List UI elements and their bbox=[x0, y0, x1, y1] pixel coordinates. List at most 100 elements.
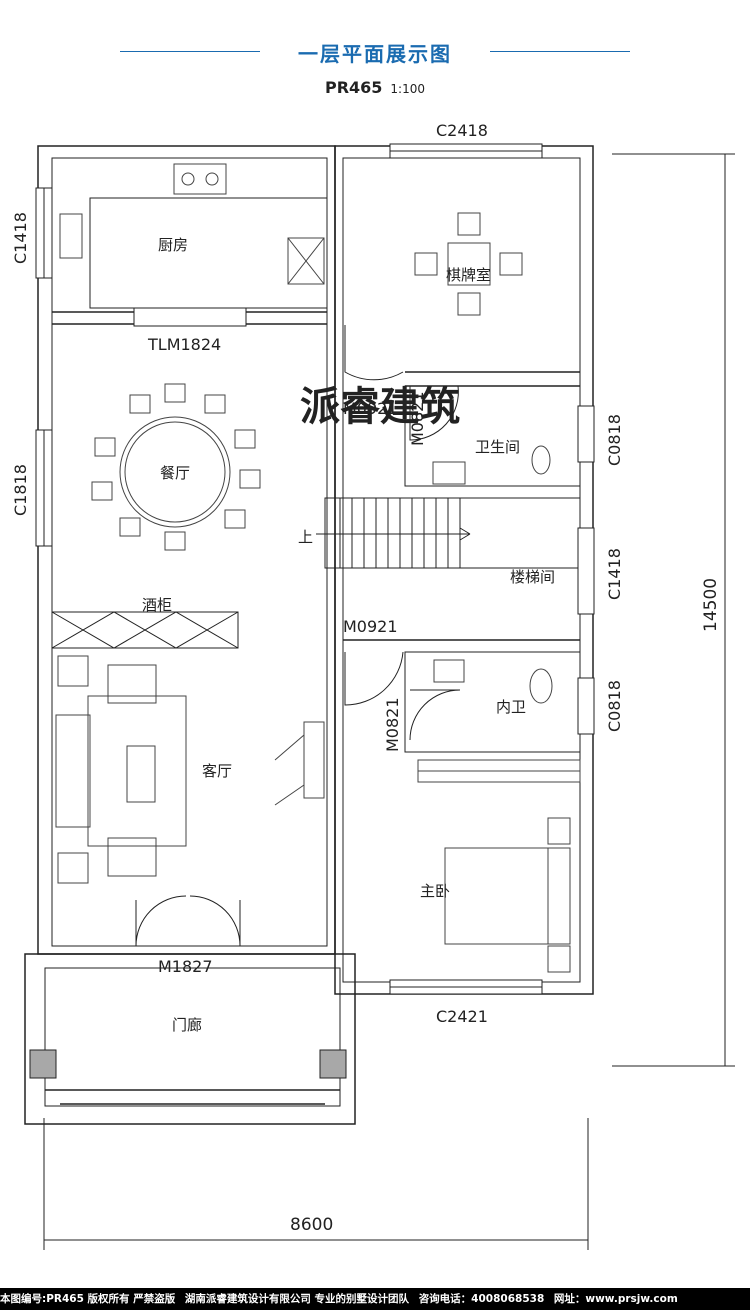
porch-columns bbox=[29, 1049, 347, 1079]
dining-set bbox=[91, 383, 261, 551]
stair-box bbox=[324, 497, 581, 569]
footer-site: 网址：www.prsjw.com bbox=[553, 1293, 678, 1305]
bed bbox=[444, 847, 571, 945]
chess-table bbox=[447, 242, 491, 286]
page-title: 一层平面展示图 bbox=[298, 42, 452, 66]
dining-chair bbox=[239, 469, 261, 489]
label-dining: 餐厅 bbox=[160, 464, 190, 482]
burner bbox=[181, 172, 195, 186]
rug bbox=[87, 695, 187, 847]
porch-inner bbox=[44, 967, 341, 1107]
wine-cabinet-box bbox=[51, 611, 239, 649]
kitchen-fixtures bbox=[59, 163, 325, 285]
label-m0921-top: M0921 bbox=[343, 399, 398, 418]
porch-outer bbox=[24, 953, 356, 1125]
chess-chair bbox=[499, 252, 523, 276]
wine-cabinet-shape bbox=[51, 611, 239, 649]
dining-chair bbox=[94, 437, 116, 457]
bed-headboard bbox=[547, 847, 571, 945]
plan-scale: 1:100 bbox=[390, 82, 426, 96]
label-stair-up: 上 bbox=[298, 528, 313, 546]
chess-chair bbox=[457, 212, 481, 236]
label-m0821-mid: M0821 bbox=[383, 697, 402, 752]
nightstand-bottom bbox=[547, 945, 571, 973]
dining-chair bbox=[91, 481, 113, 501]
armchair-top bbox=[107, 664, 157, 704]
label-wine-cabinet: 酒柜 bbox=[142, 596, 172, 614]
window-c0818-top bbox=[577, 405, 595, 463]
door-m0921-top bbox=[344, 325, 404, 381]
label-c1418-left: C1418 bbox=[11, 212, 30, 264]
chess-chair bbox=[457, 292, 481, 316]
title-rule-left bbox=[120, 51, 260, 52]
door-m0921-mid bbox=[344, 651, 404, 706]
dining-table-edge bbox=[124, 421, 226, 523]
label-chess-room: 棋牌室 bbox=[446, 266, 491, 284]
bedroom-furniture bbox=[417, 759, 581, 973]
wine-cabinet-cross bbox=[51, 611, 239, 649]
dining-chair bbox=[164, 531, 186, 551]
dimension-lines bbox=[43, 153, 735, 1250]
title-rule-right bbox=[490, 51, 630, 52]
ensuite-box bbox=[404, 651, 581, 753]
label-c2418: C2418 bbox=[436, 121, 488, 140]
label-tlm1824: TLM1824 bbox=[147, 335, 221, 354]
ensuite-toilet bbox=[529, 668, 553, 704]
stove bbox=[173, 163, 227, 195]
door-m1827-left bbox=[135, 895, 187, 947]
label-width-dim: 8600 bbox=[290, 1215, 333, 1235]
nightstand-top bbox=[547, 817, 571, 845]
dining-chair bbox=[224, 509, 246, 529]
ensuite-basin bbox=[433, 659, 465, 683]
label-kitchen: 厨房 bbox=[158, 236, 188, 254]
label-c1418-right: C1418 bbox=[605, 548, 624, 600]
label-m0921-mid: M0921 bbox=[343, 617, 398, 636]
label-m1827: M1827 bbox=[158, 957, 213, 976]
label-living: 客厅 bbox=[202, 762, 232, 780]
stair-treads bbox=[316, 498, 471, 568]
label-c0818-top: C0818 bbox=[605, 414, 624, 466]
walls bbox=[24, 145, 594, 1125]
side-table-top bbox=[57, 655, 89, 687]
porch-column-right bbox=[319, 1049, 347, 1079]
label-m0821-top: M0821 bbox=[408, 391, 427, 446]
windows bbox=[35, 143, 595, 995]
inner-wall-left bbox=[51, 157, 328, 947]
side-table-bottom bbox=[57, 852, 89, 884]
window-c0818-mid bbox=[577, 677, 595, 735]
fridge-cross bbox=[287, 237, 325, 285]
title-bar: 一层平面展示图 bbox=[0, 30, 750, 70]
bath-fixtures bbox=[432, 445, 553, 704]
fridge bbox=[287, 237, 325, 285]
label-c0818-mid: C0818 bbox=[605, 680, 624, 732]
label-c2421: C2421 bbox=[436, 1007, 488, 1026]
dining-chair bbox=[119, 517, 141, 537]
porch-column-left bbox=[29, 1049, 57, 1079]
kitchen-inner bbox=[89, 197, 328, 309]
washbasin bbox=[432, 461, 466, 485]
tv-cabinet bbox=[303, 721, 325, 799]
sofa bbox=[55, 714, 91, 828]
dining-table bbox=[119, 416, 231, 528]
label-bathroom: 卫生间 bbox=[475, 438, 520, 456]
tv-view-lines bbox=[274, 734, 305, 806]
label-c1818: C1818 bbox=[11, 464, 30, 516]
squat-toilet bbox=[531, 445, 551, 475]
dining-chair bbox=[129, 394, 151, 414]
stair-arrow-head bbox=[459, 527, 471, 541]
label-stairwell: 楼梯间 bbox=[510, 568, 555, 586]
footer-phone: 咨询电话：4008068538 bbox=[418, 1293, 545, 1305]
footer-bar: 本图编号:PR465 版权所有 严禁盗版 湖南派睿建筑设计有限公司 专业的别墅设… bbox=[0, 1288, 750, 1310]
dining-chair bbox=[234, 429, 256, 449]
kitchen-sink bbox=[59, 213, 83, 259]
chess-set bbox=[414, 212, 523, 316]
label-master-bedroom: 主卧 bbox=[420, 882, 450, 900]
door-m1827-right bbox=[189, 895, 241, 947]
label-porch: 门廊 bbox=[172, 1016, 202, 1034]
door-m0821-top bbox=[409, 385, 459, 441]
living-furniture bbox=[55, 655, 325, 884]
dining-chair bbox=[164, 383, 186, 403]
sliding-door-tlm1824 bbox=[133, 307, 247, 327]
